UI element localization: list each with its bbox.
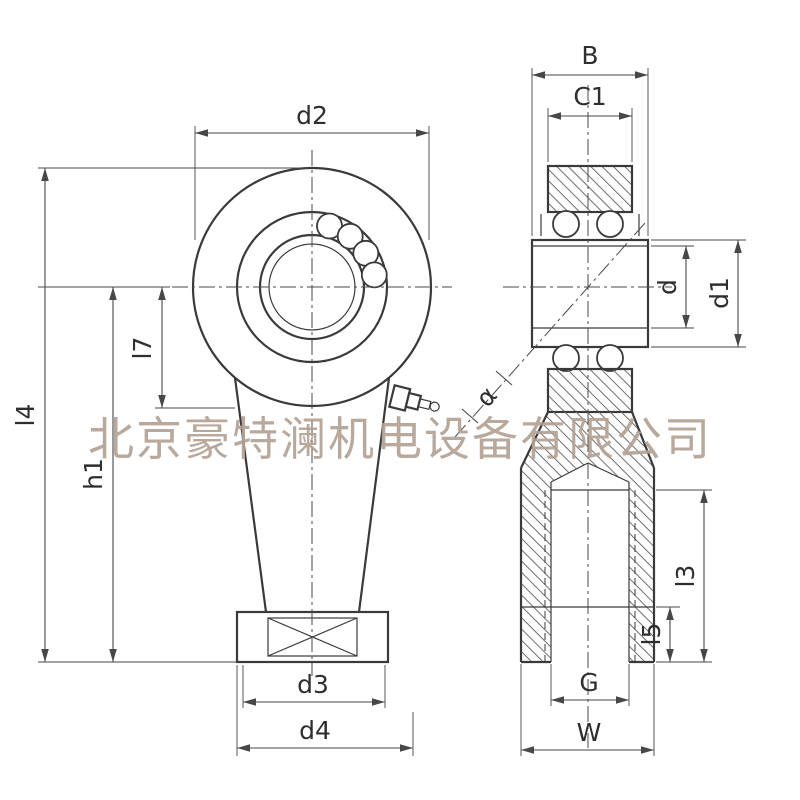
bearing-ball [552, 210, 580, 238]
bearing-ball [596, 344, 624, 372]
dimension-d: d [651, 245, 694, 329]
dimension-l5: l5 [637, 606, 680, 662]
dim-label-d2: d2 [296, 101, 328, 130]
dim-label-l5: l5 [637, 623, 666, 646]
dim-label-d3: d3 [297, 670, 329, 699]
bearing-ball [360, 261, 388, 289]
dim-label-l4: l4 [11, 404, 40, 427]
shank-shoulder-left [520, 411, 549, 469]
dimension-d4: d4 [236, 665, 414, 756]
dimension-l3: l3 [656, 489, 712, 663]
center-lines [172, 85, 672, 748]
dimension-l7: l7 [38, 286, 235, 409]
dimension-B: B [531, 41, 649, 236]
shank-section-hatch [521, 412, 654, 662]
grease-fitting [388, 383, 440, 412]
dim-label-W: W [577, 718, 602, 747]
dim-label-alpha: α [470, 381, 503, 413]
dim-label-l7: l7 [128, 337, 157, 360]
dimension-G: G [550, 664, 630, 706]
dim-label-d: d [653, 279, 682, 295]
misalignment-axis [454, 222, 646, 438]
bearing-ball [336, 222, 364, 250]
dimension-d2: d2 [194, 101, 430, 240]
shank-taper-right [357, 377, 391, 613]
dim-label-d4: d4 [299, 716, 331, 745]
outer-ring-top-section [546, 164, 634, 214]
dim-label-h1: h1 [79, 458, 108, 490]
outer-ring-bottom-section [546, 367, 634, 414]
drill-cone [587, 462, 630, 483]
bearing-ball [552, 344, 580, 372]
dim-label-B: B [581, 41, 598, 70]
dimension-d1: d1 [651, 239, 746, 348]
dim-label-G: G [579, 668, 598, 697]
dimension-C1: C1 [547, 82, 633, 162]
dimension-W: W [520, 664, 655, 756]
dimension-h1: h1 [38, 287, 237, 663]
watermark-text: 北京豪特澜机电设备有限公司 [88, 412, 712, 466]
drill-cone [550, 462, 589, 483]
dimension-d3: d3 [242, 665, 386, 708]
dim-label-d1: d1 [705, 277, 734, 309]
dim-label-l3: l3 [671, 565, 700, 588]
bearing-ball [596, 210, 624, 238]
dim-label-C1: C1 [573, 82, 606, 111]
dimensions: d2 B C1 d d1 [11, 41, 746, 756]
shank-shoulder-right [630, 411, 656, 469]
dimension-l4: l4 [11, 167, 308, 662]
shank-taper-left [233, 377, 268, 613]
